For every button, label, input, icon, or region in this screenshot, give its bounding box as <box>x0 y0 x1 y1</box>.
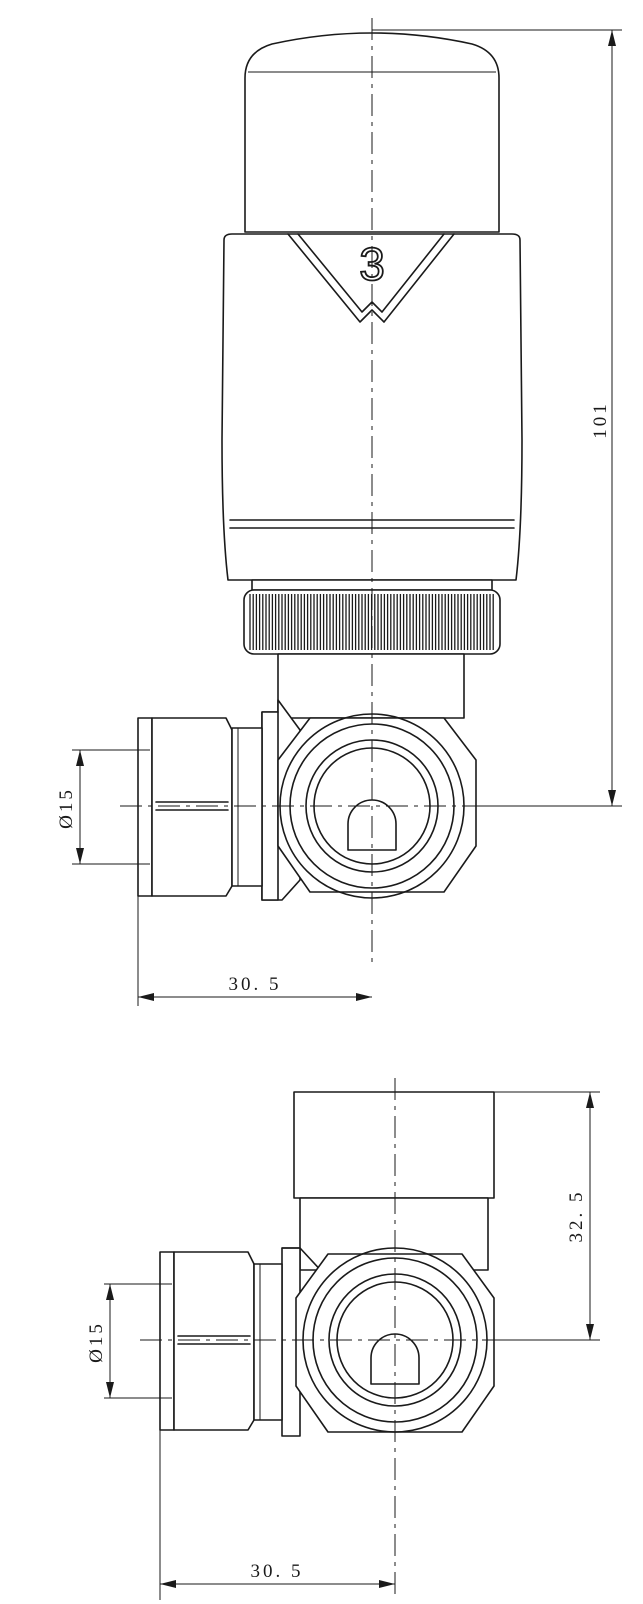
dimension-overall-height: 101 <box>372 29 622 807</box>
pipe-diameter-top-label: Ø15 <box>56 787 77 829</box>
dimension-pipe-diameter-top: Ø15 <box>56 749 150 865</box>
bottom-left-compression-nut <box>173 1251 255 1431</box>
width-bottom-label: 30. 5 <box>251 1561 304 1582</box>
bottom-left-olive-sleeve <box>253 1263 283 1421</box>
left-olive-sleeve <box>231 727 263 887</box>
valve-body-view <box>159 1091 495 1437</box>
dimension-body-height: 32. 5 <box>494 1091 600 1341</box>
pipe-diameter-bottom-label: Ø15 <box>86 1321 107 1363</box>
bottom-left-pipe-stub <box>159 1251 175 1431</box>
dimension-width-bottom: 30. 5 <box>159 1430 395 1600</box>
left-pipe-stub <box>137 717 153 897</box>
thermostatic-valve-front-view: 3 <box>137 32 523 901</box>
dimension-pipe-diameter-bottom: Ø15 <box>86 1283 172 1399</box>
dimension-width-top: 30. 5 <box>137 896 372 1006</box>
setting-notch <box>287 233 455 323</box>
overall-height-label: 101 <box>590 401 611 439</box>
valve-neck <box>277 653 465 719</box>
width-top-label: 30. 5 <box>229 974 282 995</box>
spindle-cap <box>293 1091 495 1199</box>
body-chamfer <box>281 1247 327 1277</box>
body-height-label: 32. 5 <box>566 1190 587 1243</box>
knurl-lines <box>249 594 494 650</box>
left-compression-nut <box>151 717 233 897</box>
